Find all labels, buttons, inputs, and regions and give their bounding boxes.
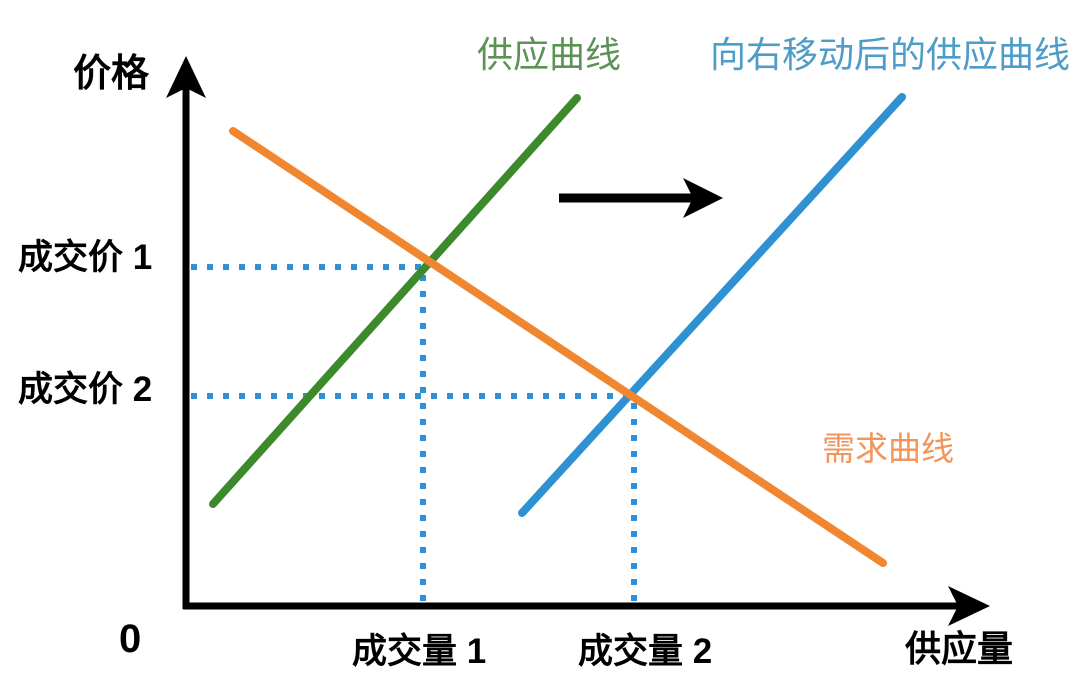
quantity2-tick-label: 成交量 2 [578, 632, 713, 671]
demand-curve-label: 需求曲线 [822, 430, 954, 467]
shift-right-arrowhead-icon [683, 178, 723, 218]
x-axis-arrowhead-icon [948, 586, 990, 626]
origin-tick-label: 0 [119, 617, 142, 661]
quantity1-tick-label: 成交量 1 [352, 632, 487, 671]
y-axis-arrowhead-icon [166, 56, 206, 98]
y-axis-label: 价格 [73, 53, 150, 95]
shifted-supply-curve-label: 向右移动后的供应曲线 [710, 34, 1071, 75]
demand-curve-line [229, 127, 887, 567]
shifted-supply-curve-line [518, 93, 906, 517]
price2-tick-label: 成交价 2 [18, 370, 153, 409]
supply-curve-label: 供应曲线 [477, 34, 622, 75]
x-axis-label: 供应量 [905, 628, 1014, 669]
supply-curve-line [209, 94, 581, 508]
price1-tick-label: 成交价 1 [18, 238, 153, 277]
